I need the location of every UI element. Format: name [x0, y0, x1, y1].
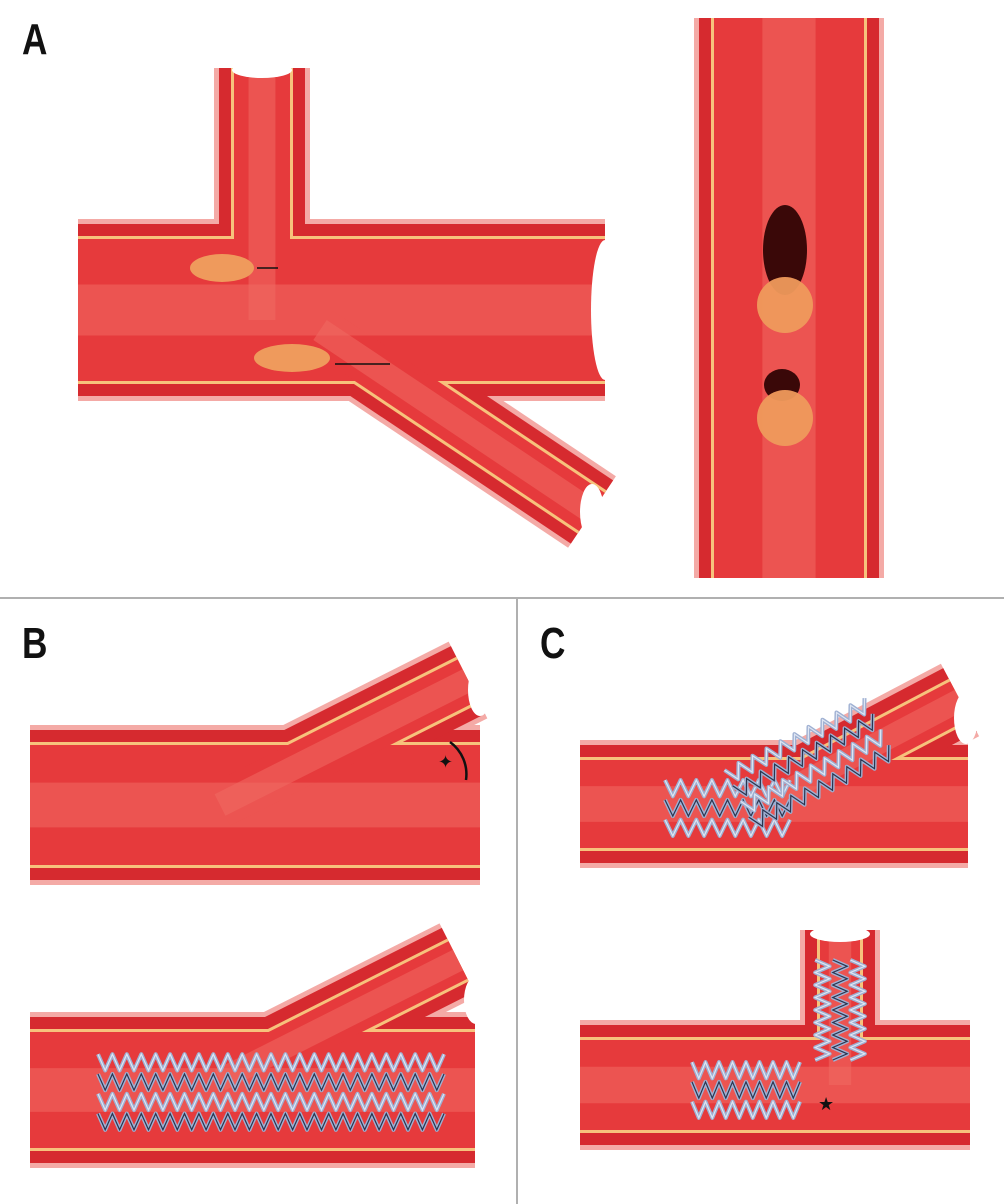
panel-a-bifurcation: [78, 68, 616, 548]
stent-strut-edge: [664, 818, 791, 838]
side-branch-stent: [813, 958, 867, 1062]
vertical-divider: [516, 599, 518, 1204]
stent-strut-edge: [97, 1112, 445, 1132]
stent-strut-edge: [691, 1060, 801, 1080]
side-branch-ostium: [763, 205, 807, 295]
stent-strut-edge: [664, 798, 791, 818]
panel-label-c: C: [540, 619, 566, 668]
stent-strut-edge: [724, 698, 866, 781]
stent-strut-edge: [97, 1092, 445, 1112]
vessel-opening: [580, 484, 604, 540]
vessel-opening: [468, 664, 492, 716]
vessel-layer: [214, 669, 474, 816]
stent-strut-edge: [97, 1052, 445, 1072]
vessel-opening: [810, 926, 870, 942]
angle-arc: [449, 740, 468, 781]
main-vessel-stent: [96, 1052, 446, 1132]
stent-strut-edge: [691, 1100, 801, 1120]
vessel-opening: [232, 62, 292, 78]
panel-label-a: A: [22, 15, 48, 64]
vessel-opening: [954, 692, 978, 744]
main-vessel-stent: [690, 1060, 802, 1120]
plaque: [757, 277, 813, 333]
star-icon: ★: [818, 1094, 834, 1115]
stent-strut-edge: [748, 745, 890, 828]
side-branch-stent: [723, 698, 891, 829]
panel-label-b: B: [22, 619, 48, 668]
plaque: [757, 390, 813, 446]
stent-strut-edge: [740, 729, 882, 812]
vessel-layer: [313, 319, 599, 523]
stent-strut-edge: [831, 959, 849, 1061]
stent-strut-edge: [813, 959, 832, 1061]
plaque: [190, 254, 254, 282]
stent-strut-edge: [691, 1080, 801, 1100]
plaque: [254, 344, 330, 372]
stent-strut-edge: [848, 959, 867, 1061]
panel-b-bifurcation: [30, 641, 488, 885]
stent-strut-edge: [97, 1072, 445, 1092]
stent-strut-edge: [732, 713, 874, 797]
main-vessel-stent: [663, 778, 792, 838]
horizontal-divider: [0, 597, 1004, 599]
vessel-opening: [591, 240, 619, 380]
vessel-opening: [464, 976, 488, 1024]
angle-star-icon: ✦: [438, 752, 453, 773]
